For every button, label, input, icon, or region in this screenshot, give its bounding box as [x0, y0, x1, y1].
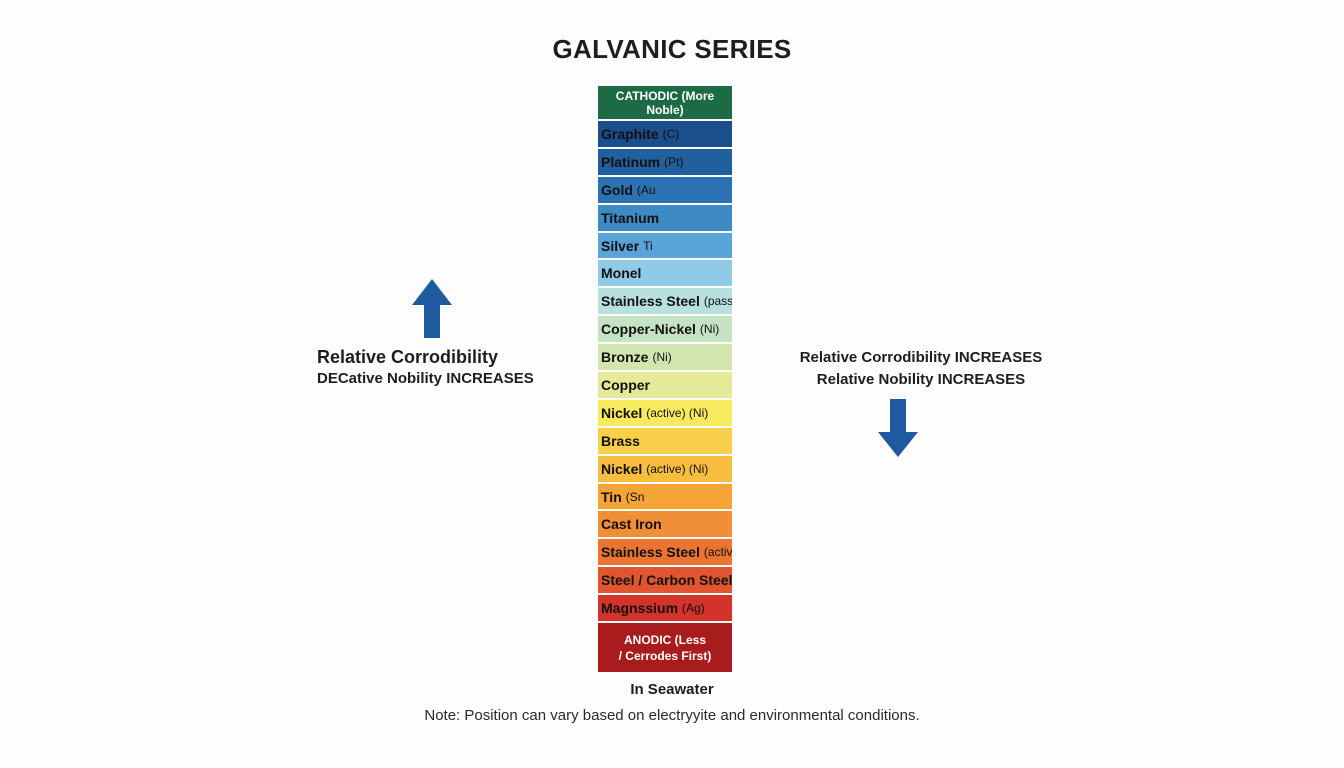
metal-symbol: (Ni) [652, 350, 672, 365]
right-label: Relative Corrodibility INCREASES Relativ… [790, 347, 1052, 391]
right-label-line1: Relative Corrodibility INCREASES [799, 349, 1043, 366]
metal-row: Stainless Steel(passive) [598, 288, 732, 315]
anodic-footer: ANODIC (Less / Cerrodes First) [598, 623, 732, 673]
metal-row: Cast Iron [598, 511, 732, 538]
metal-name: Bronze [601, 349, 649, 366]
note: Note: Position can vary based on electry… [424, 707, 920, 724]
caption: In Seawater [630, 681, 714, 698]
metal-name: Gold [601, 181, 633, 198]
metal-row: Nickel(active) (Ni) [598, 455, 732, 482]
arrow-up-icon [412, 279, 452, 338]
metal-name: Nickel [601, 404, 643, 421]
metal-row: Nickel(active) (Ni) [598, 399, 732, 426]
metal-name: Copper-Nickel [601, 321, 696, 338]
metal-row: Copper [598, 372, 732, 398]
metal-row: Copper-Nickel(Ni) [598, 316, 732, 343]
metal-name: Cast Iron [601, 516, 662, 533]
metal-symbol: (passive) [703, 294, 732, 309]
metal-symbol: (active) [703, 545, 732, 560]
metal-symbol: (Ag) [682, 601, 705, 616]
metal-name: Silver [601, 237, 640, 254]
arrow-down-icon [878, 399, 918, 457]
metal-row: Monel [598, 260, 732, 287]
metal-row: Stainless Steel(active) [598, 539, 732, 566]
metal-name: Graphite [601, 125, 659, 142]
metal-row: Graphite(C) [598, 121, 732, 147]
metal-symbol: (C) [662, 126, 680, 141]
metal-name: Stainless Steel [601, 544, 700, 561]
metal-name: Monel [601, 265, 642, 282]
right-label-line2: Relative Nobility INCREASES [816, 371, 1026, 388]
metal-row: Steel / Carbon Steel [598, 567, 732, 594]
metal-row: Titanium [598, 204, 732, 231]
metal-name: Steel / Carbon Steel [601, 572, 732, 589]
metal-symbol: Ti [643, 238, 653, 253]
left-label: Relative Corrodibility DECative Nobility… [317, 346, 534, 390]
diagram-title: GALVANIC SERIES [552, 34, 792, 64]
metal-name: Brass [601, 432, 640, 449]
anodic-label-line2: / Cerrodes First) [618, 649, 712, 664]
metal-name: Magnssium [601, 600, 679, 617]
metal-row: Gold(Au [598, 176, 732, 203]
metal-name: Titanium [601, 209, 660, 226]
left-label-line2: DECative Nobility INCREASES [317, 370, 534, 387]
metal-symbol: (active) (Ni) [646, 461, 709, 476]
metal-symbol: (Sn [625, 489, 645, 504]
metal-symbol: (active) (Ni) [646, 405, 709, 420]
metal-row: Platinum(Pt) [598, 148, 732, 175]
metal-row: Tin(Sn [598, 483, 732, 510]
metal-row: Brass [598, 427, 732, 454]
metal-row: Magnssium(Ag) [598, 595, 732, 622]
metal-name: Nickel [601, 460, 643, 477]
metal-name: Copper [601, 376, 650, 393]
metal-symbol: (Pt) [664, 154, 684, 169]
left-label-line1: Relative Corrodibility [317, 347, 499, 367]
cathodic-header: CATHODIC (More Noble) [598, 86, 732, 119]
metal-symbol: (Ni) [699, 322, 720, 337]
galvanic-series-column: CATHODIC (More Noble) Graphite(C)Platinu… [598, 86, 732, 673]
metal-name: Platinum [601, 153, 661, 170]
metal-row: Bronze(Ni) [598, 344, 732, 371]
metal-name: Tin [601, 488, 622, 505]
metal-name: Stainless Steel [601, 293, 700, 310]
metal-symbol: (Au [636, 182, 656, 197]
anodic-label-line1: ANODIC (Less [623, 633, 706, 648]
